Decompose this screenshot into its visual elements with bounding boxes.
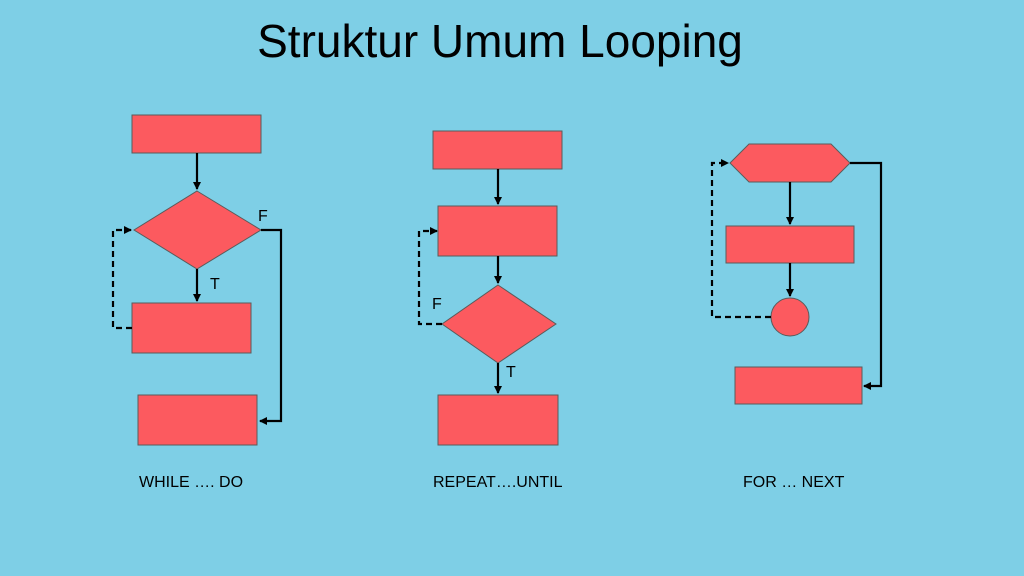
caption-repeat-until: REPEAT….UNTIL bbox=[433, 474, 563, 491]
caption-while-do: WHILE …. DO bbox=[139, 474, 244, 491]
repeat-until-diagram: F T bbox=[417, 130, 563, 446]
while-do-diagram: F T bbox=[111, 114, 283, 446]
while-end-box bbox=[137, 394, 258, 446]
while-condition-diamond bbox=[133, 190, 262, 270]
repeat-condition-diamond bbox=[441, 284, 557, 364]
slide-title: Struktur Umum Looping bbox=[257, 15, 743, 67]
while-arrow-false-to-end bbox=[259, 228, 283, 425]
while-false-label: F bbox=[258, 208, 268, 225]
repeat-start-box bbox=[432, 130, 563, 170]
for-next-diagram bbox=[710, 143, 883, 405]
for-loop-hexagon bbox=[729, 143, 851, 183]
for-loop-back-arrow bbox=[710, 159, 771, 319]
while-start-box bbox=[131, 114, 262, 154]
while-true-label: T bbox=[210, 276, 220, 293]
for-end-box bbox=[734, 366, 863, 405]
while-loop-back-arrow bbox=[111, 226, 132, 330]
repeat-end-box bbox=[437, 394, 559, 446]
repeat-false-label: F bbox=[432, 296, 442, 313]
for-connector-circle bbox=[770, 297, 810, 337]
repeat-true-label: T bbox=[506, 364, 516, 381]
repeat-body-box bbox=[437, 205, 558, 257]
for-body-box bbox=[725, 225, 855, 264]
while-body-box bbox=[131, 302, 252, 354]
for-arrow-exit-to-end bbox=[850, 161, 883, 390]
caption-for-next: FOR … NEXT bbox=[743, 474, 845, 491]
repeat-loop-back-arrow bbox=[417, 227, 442, 326]
